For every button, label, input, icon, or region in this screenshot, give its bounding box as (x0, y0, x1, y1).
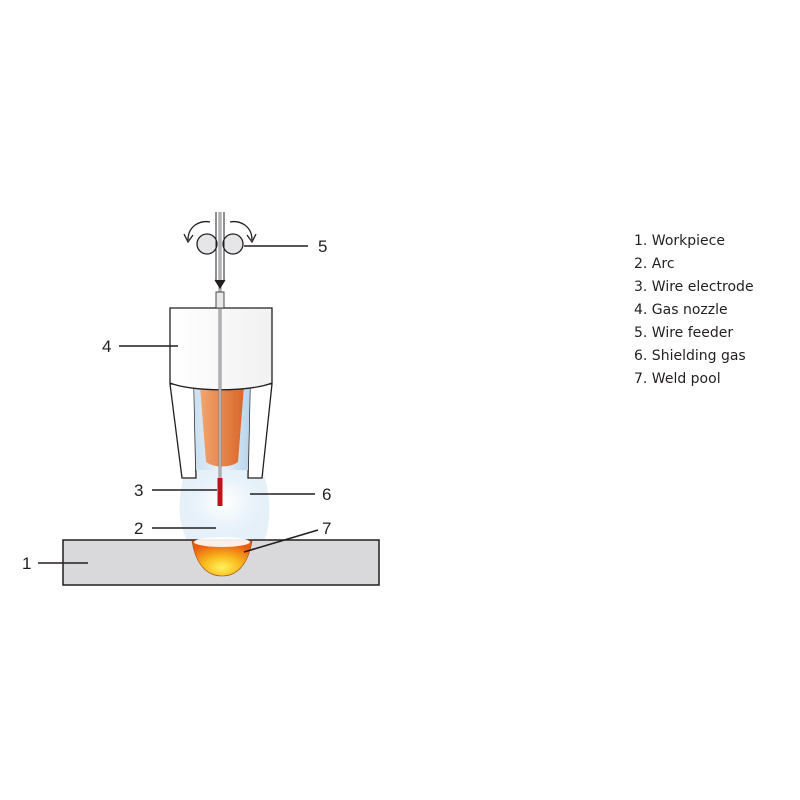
legend-item: 5. Wire feeder (634, 325, 734, 341)
legend-item: 7. Weld pool (634, 371, 721, 387)
shielding-gas-cloud (179, 468, 270, 545)
leader-line-7 (243, 529, 319, 553)
contact-tip (200, 386, 244, 467)
legend-item: 1. Workpiece (634, 233, 725, 249)
gas-nozzle-shell (169, 383, 197, 479)
callout-6: 6 (322, 485, 331, 504)
legend-item: 4. Gas nozzle (634, 302, 728, 318)
callout-1: 1 (22, 554, 31, 573)
wire-electrode-tip (217, 478, 223, 506)
legend-item: 3. Wire electrode (634, 279, 754, 295)
callout-7: 7 (322, 519, 331, 538)
legend: 1. Workpiece 2. Arc 3. Wire electrode 4.… (634, 230, 754, 391)
arc-glow (194, 537, 250, 547)
weld-pool (191, 540, 253, 577)
legend-item: 6. Shielding gas (634, 348, 746, 364)
callout-5: 5 (318, 237, 327, 256)
legend-item: 2. Arc (634, 256, 675, 272)
callout-2: 2 (134, 519, 143, 538)
callout-3: 3 (134, 481, 143, 500)
callout-4: 4 (102, 337, 111, 356)
feed-rollers-icon (183, 212, 257, 289)
